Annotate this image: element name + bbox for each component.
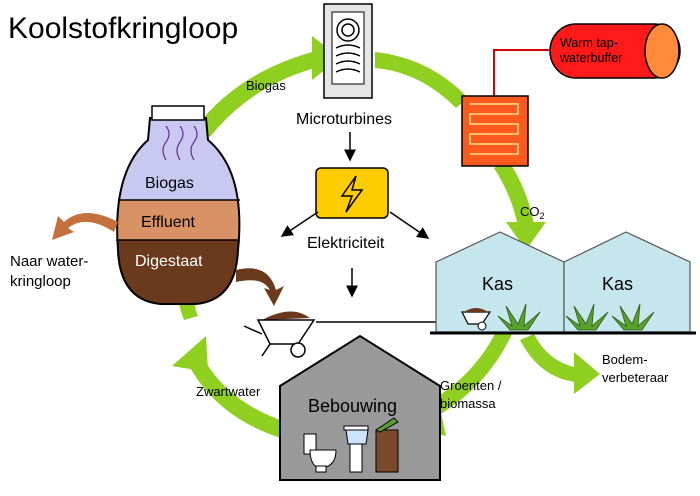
groenten-line1: Groenten /	[440, 378, 502, 393]
sink-icon	[343, 425, 369, 473]
biogas-flow-label: Biogas	[246, 78, 286, 93]
naar-water-line2: kringloop	[10, 273, 71, 290]
effluent-label: Effluent	[141, 214, 196, 231]
cycle-arrow-biogas	[196, 50, 322, 137]
cycle-arrow-bodem	[520, 334, 578, 382]
microturbines-label: Microturbines	[296, 111, 392, 128]
cycle-arrow-co2-head	[506, 222, 546, 250]
bebouwing-label: Bebouwing	[308, 396, 397, 416]
bodem-line2: verbeteraar	[602, 370, 669, 385]
cycle-arrow-zwartwater-head	[172, 336, 208, 372]
effluent-outflow-arrow	[52, 213, 118, 240]
digestaat-label: Digestaat	[135, 253, 203, 270]
warm-water-buffer	[549, 23, 681, 79]
elektriciteit-label: Elektriciteit	[307, 235, 385, 252]
kas-right-label: Kas	[602, 274, 633, 294]
cycle-arrow-zwartwater	[186, 352, 292, 440]
plant-icon	[497, 303, 655, 331]
cycle-arrow-co2	[494, 160, 534, 227]
kas-left-label: Kas	[482, 274, 513, 294]
naar-water-line1: Naar water-	[10, 253, 88, 270]
buffer-label-line1: Warm tap-	[560, 36, 618, 50]
cycle-arrow-bodem-head	[574, 352, 600, 394]
cycle-arrow-groenten	[422, 328, 512, 420]
bodem-line1: Bodem-	[602, 352, 648, 367]
groenten-line2: biomassa	[440, 396, 496, 411]
page-title: Koolstofkringloop	[8, 12, 238, 45]
lightning-icon	[315, 167, 389, 219]
toilet-icon	[303, 433, 337, 473]
heat-exchanger	[461, 95, 529, 167]
bin-icon	[375, 417, 399, 473]
zwartwater-label: Zwartwater	[196, 384, 261, 399]
greenhouse-right	[563, 231, 691, 333]
co2-label: CO2	[520, 204, 545, 221]
building	[279, 334, 441, 481]
digestaat-outflow-arrow	[236, 268, 284, 306]
buffer-label-line2: waterbuffer	[559, 51, 622, 65]
turbine-icon	[323, 3, 373, 99]
biogas-tank-label: Biogas	[145, 175, 194, 192]
wheelbarrow-icon-small	[461, 308, 492, 331]
cycle-arrow-top-right	[375, 52, 468, 108]
wheelbarrow-icon	[243, 311, 316, 358]
